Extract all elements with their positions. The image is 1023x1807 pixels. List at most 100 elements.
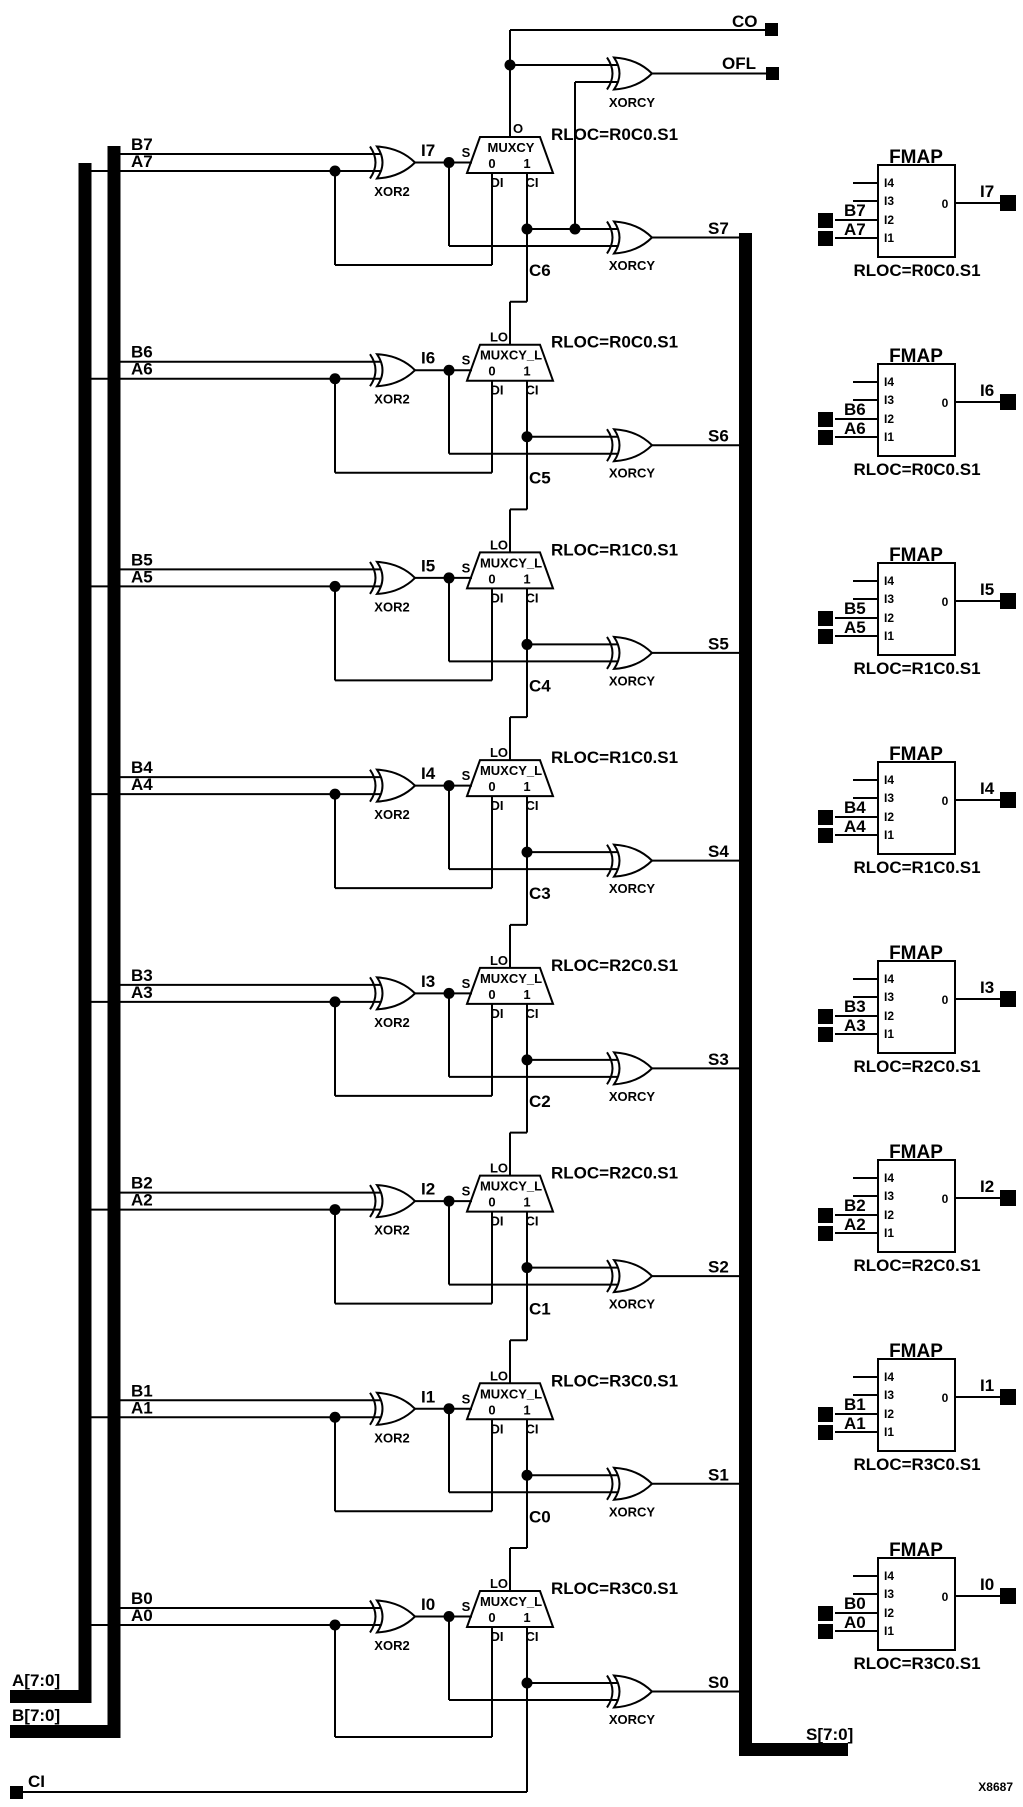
fmap-box [877, 960, 956, 1054]
fmap-b-terminal-square [818, 412, 833, 427]
b-bus-label: B[7:0] [12, 1706, 60, 1725]
b-net-label: B4 [131, 758, 153, 777]
fmap-b-net-label: B7 [844, 201, 866, 220]
fmap-out-net-label: I1 [980, 1376, 994, 1395]
fmap-out-net-label: I6 [980, 381, 994, 400]
part-number-label: X8687 [978, 1780, 1013, 1794]
xorcy-gate-input-arc [606, 1051, 614, 1085]
sum-net-label: S0 [708, 1673, 729, 1692]
mux-ci-pin-label: CI [526, 1006, 539, 1021]
fmap-a-net-label: A6 [844, 419, 866, 438]
fmap-pin-i3-label: I3 [884, 791, 894, 805]
xor2-gate-input-arc [369, 353, 377, 387]
mux-ci-pin-label: CI [526, 383, 539, 398]
carry-net-label: C1 [529, 1300, 551, 1319]
fmap-rloc-label: RLOC=R3C0.S1 [853, 1455, 980, 1474]
fmap-pin-i1-label: I1 [884, 430, 894, 444]
xor2-label: XOR2 [374, 1430, 409, 1445]
xorcy-gate [612, 1674, 654, 1709]
mux-di-pin-label: DI [491, 1421, 504, 1436]
mux-ci-pin-label: CI [526, 798, 539, 813]
fmap-pin-i4-label: I4 [884, 1569, 894, 1583]
xor2-gate [375, 353, 417, 388]
xorcy-gate-input-arc [606, 844, 614, 878]
sum-net-label: S4 [708, 842, 729, 861]
fmap-out-net-label: I0 [980, 1575, 994, 1594]
muxcy-label: MUXCY_L [480, 971, 542, 986]
mux-sel0-label: 0 [488, 156, 495, 171]
xor2-gate [375, 976, 417, 1011]
fmap-pin-i3-label: I3 [884, 592, 894, 606]
a-net-label: A2 [131, 1191, 153, 1210]
rloc-label: RLOC=R0C0.S1 [551, 333, 678, 352]
fmap-pin-o-label: 0 [942, 197, 949, 211]
mux-sel1-label: 1 [523, 779, 530, 794]
muxcy-symbol [465, 1382, 555, 1421]
fmap-pin-o-label: 0 [942, 993, 949, 1007]
rloc-label: RLOC=R0C0.S1 [551, 125, 678, 144]
fmap-box [877, 164, 956, 258]
fmap-a-net-label: A0 [844, 1613, 866, 1632]
mux-out-pin-label: O [513, 121, 523, 136]
ci-terminal-square [10, 1786, 23, 1799]
ofl-terminal-square [766, 67, 779, 80]
fmap-pin-i2-label: I2 [884, 1208, 894, 1222]
carry-net-label: C0 [529, 1507, 551, 1526]
muxcy-label: MUXCY_L [480, 348, 542, 363]
fmap-b-net-label: B3 [844, 997, 866, 1016]
b-net-label: B6 [131, 343, 153, 362]
mux-sel1-label: 1 [523, 1610, 530, 1625]
b-bus [10, 146, 121, 1738]
xorcy-gate [612, 428, 654, 463]
xorcy-label: XORCY [609, 1712, 656, 1727]
b-net-label: B1 [131, 1381, 153, 1400]
fmap-out-terminal-square [1000, 991, 1016, 1007]
fmap-b-net-label: B5 [844, 599, 866, 618]
xor2-gate [375, 1183, 417, 1219]
fmap-pin-i3-label: I3 [884, 1388, 894, 1402]
fmap-box [877, 1358, 956, 1452]
fmap-rloc-label: RLOC=R0C0.S1 [853, 460, 980, 479]
a-net-label: A5 [131, 567, 153, 586]
b-net-label: B2 [131, 1174, 153, 1193]
fmap-pin-i4-label: I4 [884, 574, 894, 588]
fmap-out-terminal-square [1000, 792, 1016, 808]
fmap-rloc-label: RLOC=R1C0.S1 [853, 659, 980, 678]
fmap-b-net-label: B4 [844, 798, 866, 817]
sum-net-label: S2 [708, 1258, 729, 1277]
a-net-label: A1 [131, 1398, 153, 1417]
muxcy-symbol [465, 759, 555, 798]
ofl-xorcy-gate-input-arc [606, 56, 614, 91]
fmap-pin-o-label: 0 [942, 1192, 949, 1206]
mux-out-pin-label: LO [490, 1576, 508, 1591]
fmap-pin-i4-label: I4 [884, 972, 894, 986]
fmap-pin-i1-label: I1 [884, 828, 894, 842]
mux-s-pin-label: S [462, 976, 471, 991]
xor2-gate [375, 768, 417, 803]
xor2-gate [375, 560, 417, 596]
xorcy-gate-input-arc [606, 1467, 614, 1501]
muxcy-symbol [465, 343, 555, 382]
fmap-pin-o-label: 0 [942, 794, 949, 808]
xor2-gate-input-arc [369, 769, 377, 803]
fmap-pin-i1-label: I1 [884, 1027, 894, 1041]
mux-out-pin-label: LO [490, 537, 508, 552]
fmap-b-net-label: B1 [844, 1395, 866, 1414]
i-net-label: I2 [421, 1180, 435, 1199]
xorcy-label: XORCY [609, 95, 656, 110]
xorcy-label: XORCY [609, 1504, 656, 1519]
xor2-gate-input-arc [369, 561, 377, 595]
fmap-pin-i2-label: I2 [884, 412, 894, 426]
xorcy-gate-input-arc [606, 1674, 614, 1709]
ci-net-label: CI [28, 1772, 45, 1791]
mux-sel1-label: 1 [523, 1402, 530, 1417]
b-net-label: B7 [131, 135, 153, 154]
rloc-label: RLOC=R3C0.S1 [551, 1579, 678, 1598]
mux-di-pin-label: DI [491, 1006, 504, 1021]
fmap-pin-i1-label: I1 [884, 629, 894, 643]
fmap-box [877, 1557, 956, 1651]
fmap-b-net-label: B0 [844, 1594, 866, 1613]
co-net-label: CO [732, 12, 758, 31]
fmap-a-net-label: A7 [844, 220, 866, 239]
sum-net-label: S7 [708, 219, 729, 238]
